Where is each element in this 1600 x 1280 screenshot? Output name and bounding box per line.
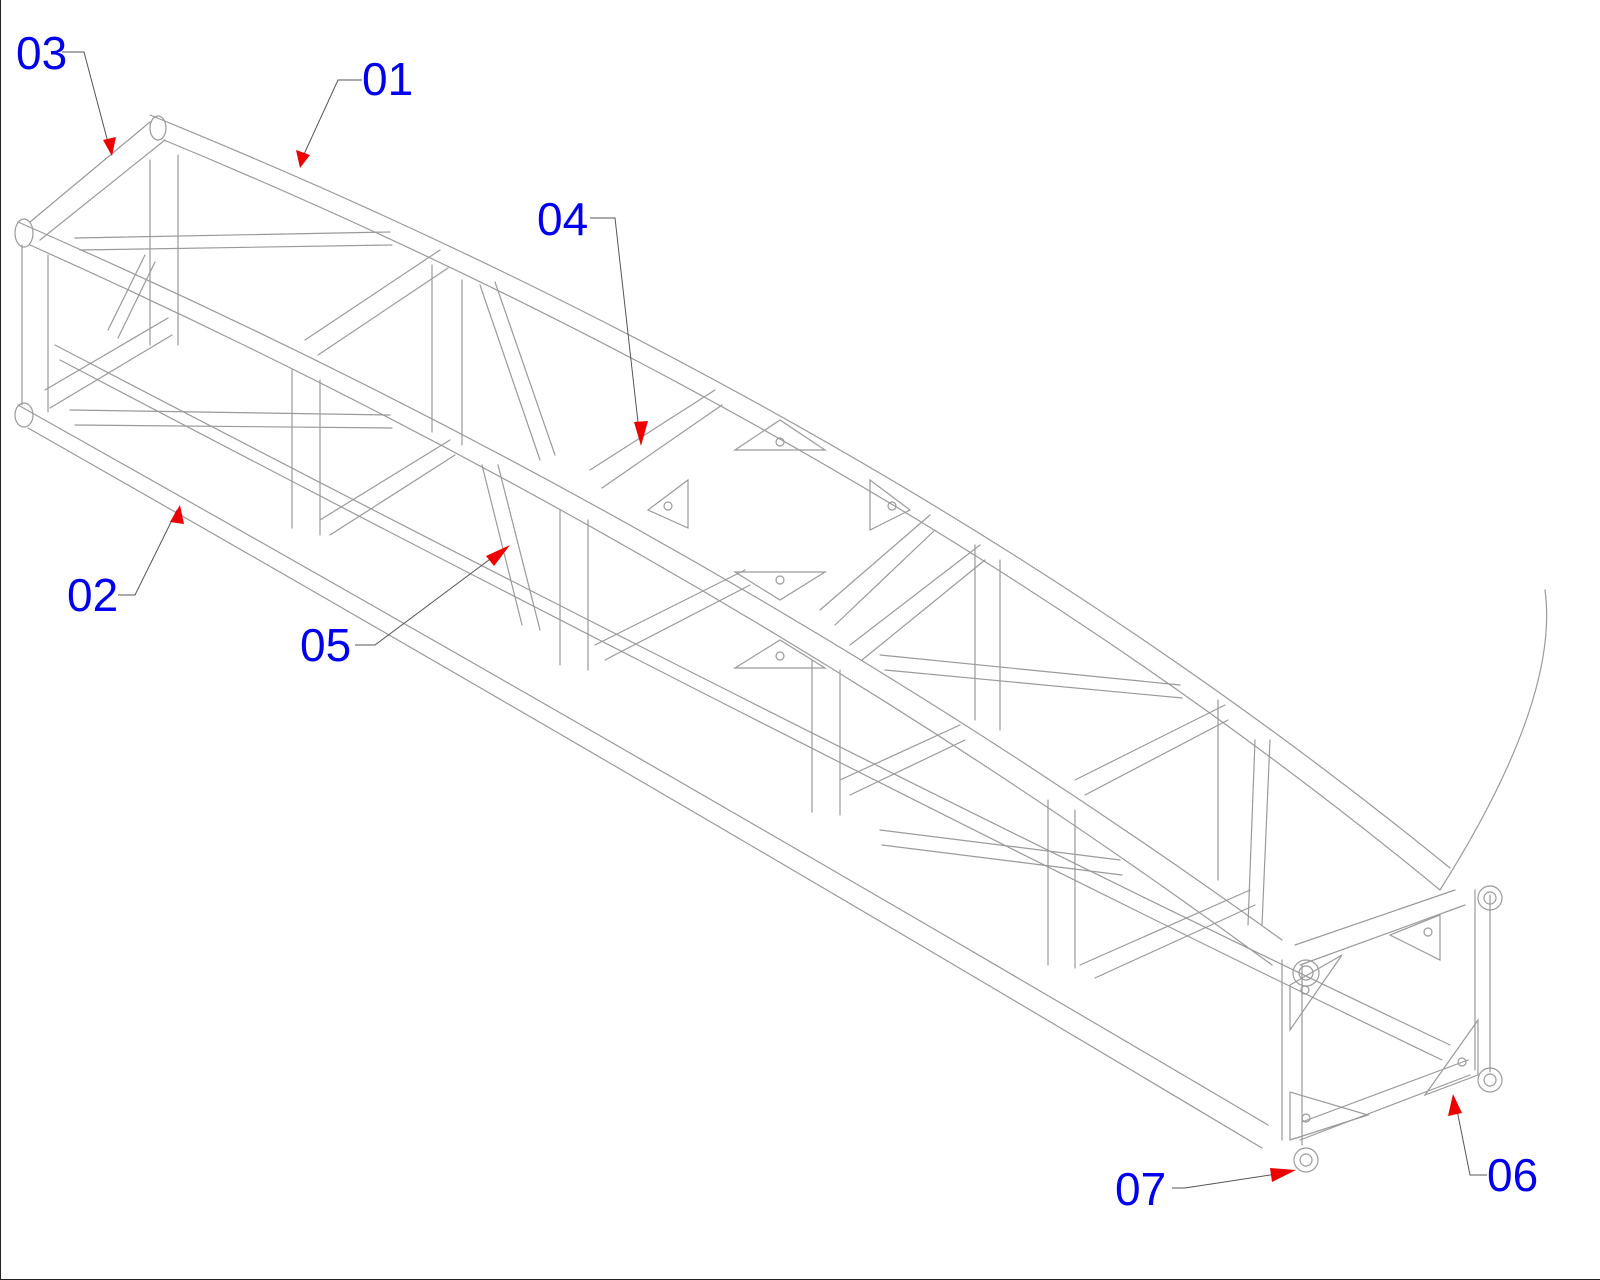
callout-label-07: 07	[1115, 1163, 1167, 1215]
end-frame-left	[14, 115, 179, 428]
callout-label-05: 05	[300, 619, 352, 671]
arrow-04	[634, 421, 648, 446]
bottom-cross-members	[69, 409, 1256, 979]
arrow-03	[103, 137, 116, 156]
back-outline	[1439, 589, 1548, 891]
callout-label-01: 01	[362, 53, 414, 105]
leader-01	[299, 79, 362, 164]
callout-arrows	[103, 137, 1462, 1182]
leader-lines	[62, 51, 1487, 1189]
leader-05	[355, 547, 506, 646]
leader-03	[62, 51, 111, 151]
bottom-chord-back	[54, 344, 1451, 1061]
arrow-02	[170, 505, 184, 524]
leader-04	[590, 217, 641, 441]
leader-02	[118, 509, 178, 596]
top-chord-back	[149, 114, 1451, 891]
top-chord-left	[17, 221, 1283, 966]
arrow-07	[1270, 1168, 1296, 1182]
leader-06	[1454, 1099, 1487, 1176]
end-frame-right	[1281, 885, 1503, 1173]
arrow-05	[486, 545, 510, 566]
arrow-01	[296, 150, 310, 168]
top-cross-members	[74, 231, 1229, 796]
vertical-posts	[291, 264, 1219, 969]
gusset-plates	[646, 419, 1479, 1141]
callout-label-02: 02	[67, 569, 119, 621]
leader-07	[1172, 1171, 1291, 1189]
truss-structure	[14, 114, 1548, 1173]
callout-label-04: 04	[537, 193, 589, 245]
arrow-06	[1448, 1094, 1462, 1116]
callout-label-03: 03	[16, 27, 68, 79]
bottom-chord-left	[17, 404, 1269, 1149]
callout-label-06: 06	[1487, 1149, 1539, 1201]
diagonal-members	[107, 254, 1271, 926]
